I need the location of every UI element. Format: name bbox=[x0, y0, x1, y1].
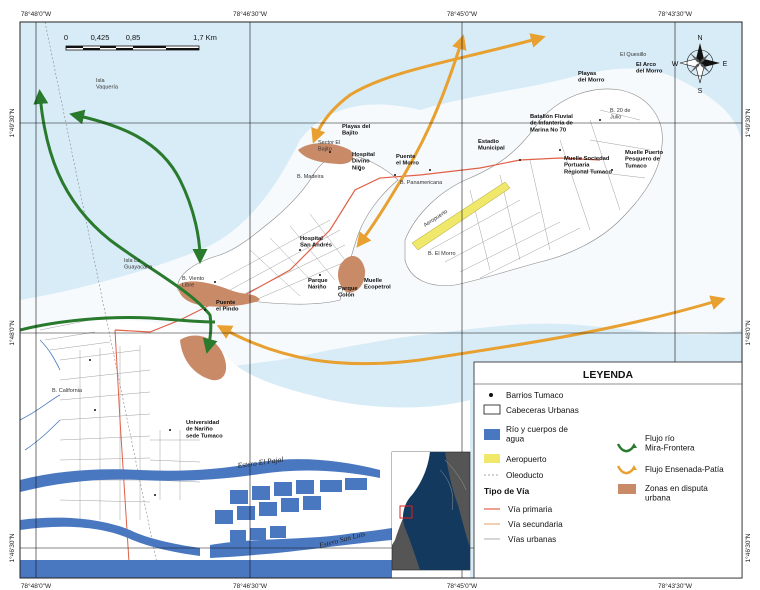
svg-text:1°48'0"N: 1°48'0"N bbox=[8, 320, 16, 346]
svg-text:0,85: 0,85 bbox=[126, 33, 141, 42]
compass-rose-icon: N S E W bbox=[672, 35, 728, 95]
oleoducto-line bbox=[44, 22, 161, 578]
svg-text:78°46'30"W: 78°46'30"W bbox=[233, 10, 268, 18]
svg-text:E: E bbox=[723, 61, 728, 68]
flujo-ensenada-patia bbox=[216, 33, 726, 366]
svg-text:1,7 Km: 1,7 Km bbox=[193, 33, 217, 42]
water-bodies bbox=[20, 459, 392, 578]
svg-text:1°49'30"N: 1°49'30"N bbox=[744, 108, 752, 137]
svg-text:78°48'0"W: 78°48'0"W bbox=[21, 582, 52, 590]
coordinate-labels-top: 78°48'0"W 78°46'30"W 78°45'0"W 78°43'30"… bbox=[21, 10, 693, 18]
svg-text:1°46'30"N: 1°46'30"N bbox=[744, 533, 752, 562]
svg-text:1°48'0"N: 1°48'0"N bbox=[744, 320, 752, 346]
barrios-points bbox=[89, 119, 613, 496]
legend-oleoducto-label: Oleoducto bbox=[506, 471, 544, 480]
legend-cabeceras-label: Cabeceras Urbanas bbox=[506, 406, 579, 415]
svg-text:1°46'30"N: 1°46'30"N bbox=[8, 533, 16, 562]
inset-map bbox=[391, 451, 471, 571]
inset-location-box bbox=[399, 505, 413, 519]
svg-text:1°49'30"N: 1°49'30"N bbox=[8, 108, 16, 137]
label-b-madeira: B. Madeira bbox=[297, 174, 325, 180]
primary-road-south bbox=[114, 329, 131, 578]
legend-via-secundaria-label: Vía secundaria bbox=[508, 520, 563, 529]
legend-flujo-ensenada-label: Flujo Ensenada-Patía bbox=[645, 465, 724, 474]
legend-rio-symbol bbox=[484, 429, 500, 440]
legend-box bbox=[473, 361, 743, 579]
legend-aeropuerto-symbol bbox=[484, 454, 500, 463]
mainland bbox=[20, 320, 470, 578]
legend-cabeceras-symbol bbox=[483, 404, 501, 415]
legend-barrios-symbol bbox=[489, 393, 493, 397]
svg-text:78°48'0"W: 78°48'0"W bbox=[21, 10, 52, 18]
dispute-zone-parque bbox=[338, 255, 366, 293]
legend-via-primaria-label: Vía primaria bbox=[508, 505, 553, 514]
label-b-el-morro: B. El Morro bbox=[428, 251, 456, 257]
legend-tipo-via-title: Tipo de Vía bbox=[484, 486, 529, 496]
legend: LEYENDA Barrios Tumaco Cabeceras Urbanas… bbox=[473, 361, 743, 579]
coordinate-labels-left: 1°49'30"N 1°48'0"N 1°46'30"N bbox=[8, 108, 16, 562]
svg-text:W: W bbox=[672, 61, 679, 68]
svg-text:S: S bbox=[698, 88, 703, 95]
svg-text:78°45'0"W: 78°45'0"W bbox=[447, 10, 478, 18]
coordinate-labels-right: 1°49'30"N 1°48'0"N 1°46'30"N bbox=[744, 108, 752, 562]
scale-bar: 0 0,425 0,85 1,7 Km bbox=[64, 33, 217, 51]
label-b-panamericana: B. Panamericana bbox=[400, 180, 443, 186]
svg-text:0: 0 bbox=[64, 33, 68, 42]
svg-text:N: N bbox=[697, 35, 702, 42]
urban-roads-islands bbox=[219, 109, 651, 301]
legend-title: LEYENDA bbox=[583, 369, 634, 381]
label-el-quesillo: El Quesillo bbox=[620, 52, 646, 58]
svg-text:0,425: 0,425 bbox=[91, 33, 110, 42]
map-frame bbox=[19, 21, 743, 579]
legend-aeropuerto-label: Aeropuerto bbox=[506, 455, 547, 464]
svg-text:78°45'0"W: 78°45'0"W bbox=[447, 582, 478, 590]
dispute-zone-bajito bbox=[298, 143, 354, 165]
svg-text:78°43'30"W: 78°43'30"W bbox=[658, 10, 693, 18]
svg-text:78°46'30"W: 78°46'30"W bbox=[233, 582, 268, 590]
flujo-mira-frontera bbox=[20, 89, 218, 354]
label-b-california: B. California bbox=[52, 388, 83, 394]
svg-text:78°43'30"W: 78°43'30"W bbox=[658, 582, 693, 590]
legend-barrios-label: Barrios Tumaco bbox=[506, 391, 564, 400]
legend-zonas-disputa-symbol bbox=[618, 484, 636, 494]
coordinate-labels-bottom: 78°48'0"W 78°46'30"W 78°45'0"W 78°43'30"… bbox=[21, 582, 693, 590]
legend-vias-urbanas-label: Vías urbanas bbox=[508, 535, 556, 544]
